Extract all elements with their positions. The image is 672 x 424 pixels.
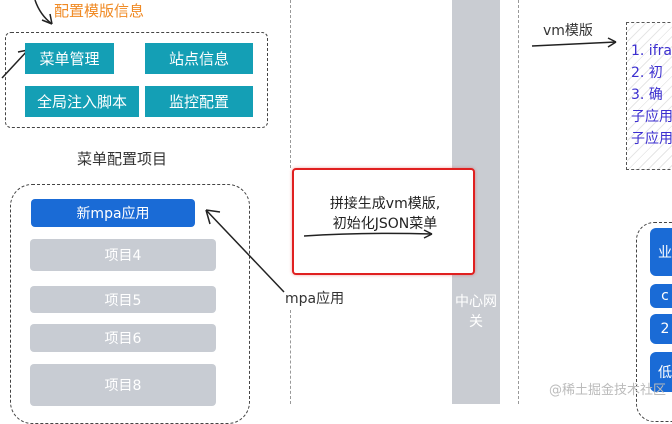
menu-item-project6[interactable]: 项目6 xyxy=(30,324,216,352)
divider-left xyxy=(290,0,291,168)
iframe-notes-box xyxy=(626,22,672,170)
monitor-config-button[interactable]: 监控配置 xyxy=(145,86,253,117)
iframe-notes-text: 1. ifra 2. 初 3. 确 子应用 子应用 xyxy=(631,43,672,147)
config-template-box xyxy=(5,32,268,128)
central-gateway-label: 中心网 关 xyxy=(455,294,497,330)
arrow-right-icon xyxy=(304,229,433,239)
mpa-arrow-icon xyxy=(205,209,285,293)
site-info-button[interactable]: 站点信息 xyxy=(145,43,253,74)
generate-vm-text: 拼接生成vm模版, 初始化JSON菜单 xyxy=(329,196,441,232)
divider-right xyxy=(518,0,519,404)
menu-config-title: 菜单配置项目 xyxy=(77,150,168,168)
right-pill-4[interactable]: 低 xyxy=(650,352,672,392)
menu-item-new-mpa[interactable]: 新mpa应用 xyxy=(31,199,195,227)
menu-item-project4[interactable]: 项目4 xyxy=(30,239,216,271)
mpa-app-label: mpa应用 xyxy=(285,291,345,307)
arrow-to-title-icon xyxy=(34,0,53,25)
watermark: @稀土掘金技术社区 xyxy=(548,383,666,398)
vm-template-label: vm模版 xyxy=(543,23,593,39)
menu-item-project8[interactable]: 项目8 xyxy=(30,364,216,406)
right-pill-3[interactable]: 2 xyxy=(650,314,672,344)
global-inject-script-button[interactable]: 全局注入脚本 xyxy=(25,86,139,117)
generate-vm-box xyxy=(292,168,475,275)
right-pill-1[interactable]: 业 xyxy=(650,228,672,276)
menu-management-button[interactable]: 菜单管理 xyxy=(25,43,114,74)
divider-left-lower xyxy=(290,310,291,404)
menu-item-project5[interactable]: 项目5 xyxy=(30,286,216,313)
right-pill-2[interactable]: c xyxy=(650,284,672,308)
config-template-title: 配置模版信息 xyxy=(54,2,145,20)
vm-arrow-icon xyxy=(531,37,617,48)
